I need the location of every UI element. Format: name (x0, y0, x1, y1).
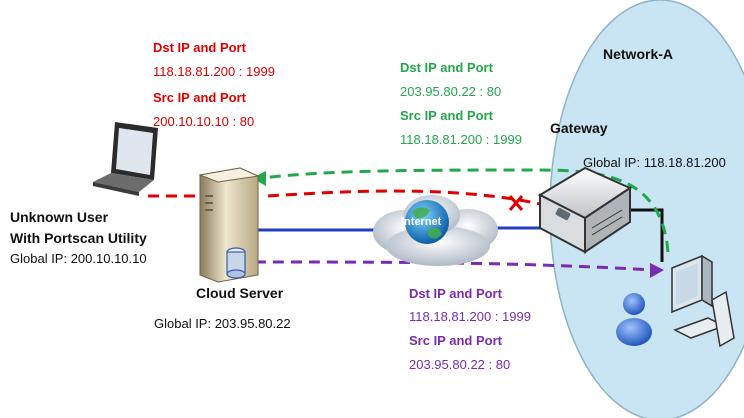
desktop-pc-icon (671, 254, 735, 348)
user-label-line1: Unknown User (10, 209, 109, 225)
blocked-x-icon (508, 195, 524, 211)
purple-dst-label: Dst IP and Port (409, 286, 502, 301)
gateway-router-icon (537, 166, 633, 254)
purple-src-label: Src IP and Port (409, 333, 502, 348)
gateway-global-ip: Global IP: 118.18.81.200 (583, 155, 726, 170)
gateway-label: Gateway (550, 120, 608, 136)
green-dst-label: Dst IP and Port (400, 60, 493, 75)
purple-dst-value: 118.18.81.200 : 1999 (409, 309, 531, 324)
user-global-ip: Global IP: 200.10.10.10 (10, 251, 147, 266)
red-dst-value: 118.18.81.200 : 1999 (153, 64, 275, 79)
purple-src-value: 203.95.80.22 : 80 (409, 357, 511, 372)
internet-label: Internet (401, 216, 442, 228)
cloud-server-label: Cloud Server (196, 285, 284, 301)
user-label-line2: With Portscan Utility (10, 230, 147, 246)
green-packet-path (261, 168, 670, 253)
red-src-label: Src IP and Port (153, 90, 246, 105)
green-src-value: 118.18.81.200 : 1999 (400, 132, 522, 147)
network-a-label: Network-A (603, 46, 674, 62)
red-dst-label: Dst IP and Port (153, 40, 246, 55)
globe-icon (405, 200, 449, 244)
red-src-value: 200.10.10.10 : 80 (153, 114, 255, 129)
server-icon (198, 167, 260, 283)
person-icon (616, 293, 652, 346)
cloud-server-global-ip: Global IP: 203.95.80.22 (154, 316, 291, 331)
laptop-icon (93, 122, 158, 196)
purple-arrowhead-icon (650, 263, 664, 278)
purple-packet-path (254, 260, 653, 272)
green-arrowhead-icon (252, 171, 266, 186)
green-dst-value: 203.95.80.22 : 80 (400, 84, 502, 99)
green-src-label: Src IP and Port (400, 108, 493, 123)
